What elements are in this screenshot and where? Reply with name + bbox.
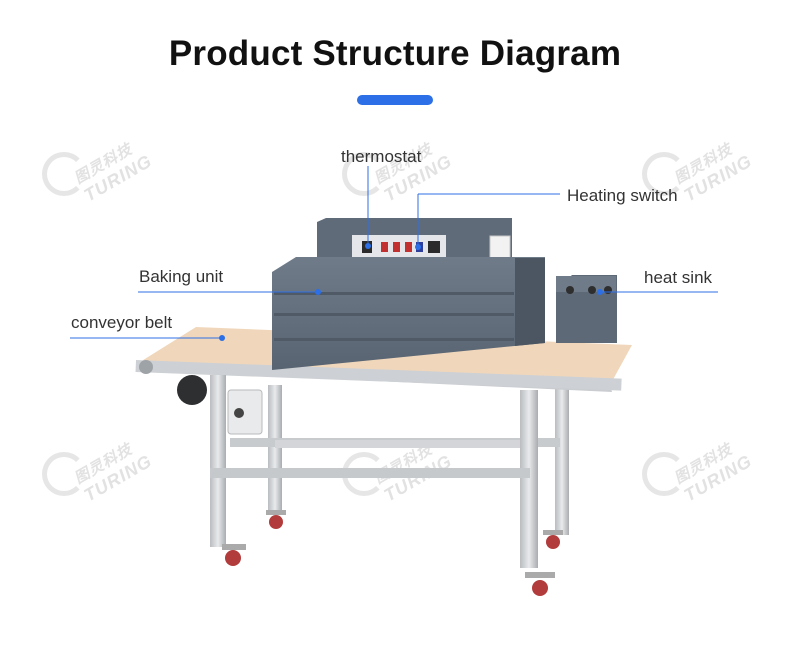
label-conveyor-belt: conveyor belt [71, 313, 173, 332]
label-heating-switch: Heating switch [567, 186, 678, 205]
front-right-leg [520, 390, 538, 568]
label-heat-sink: heat sink [644, 268, 713, 287]
speed-knob [234, 408, 244, 418]
callout-dots [219, 243, 603, 341]
watermark-logo-icon [642, 152, 686, 196]
motor [177, 375, 207, 405]
panel-display-2 [428, 241, 440, 253]
callout-dot-heat-sink [597, 289, 603, 295]
watermark-logo-icon [642, 452, 686, 496]
rear-right-leg [555, 385, 569, 535]
page-title: Product Structure Diagram [168, 34, 622, 73]
panel-button [381, 242, 388, 252]
callout-lines [70, 166, 718, 339]
panel-button [405, 242, 412, 252]
callout-dot-baking-unit [315, 289, 321, 295]
conveyor-rail [135, 360, 622, 391]
front-left-leg [210, 375, 226, 547]
callout-dot-thermostat [365, 243, 371, 249]
belt-roller-left [139, 360, 153, 374]
baking-unit-side [515, 258, 545, 346]
label-thermostat: thermostat [341, 147, 422, 166]
casters [222, 510, 563, 596]
callout-dot-conveyor-belt [219, 335, 225, 341]
watermark-logo-icon [342, 152, 386, 196]
watermark-logo-icon [42, 152, 86, 196]
title-underline-bar [357, 95, 433, 105]
speed-control-box [227, 389, 263, 435]
watermark-logo-icon [42, 452, 86, 496]
rear-left-leg [268, 385, 282, 515]
rear-cross-brace [275, 440, 535, 448]
label-baking-unit: Baking unit [139, 267, 224, 286]
front-lower-brace [210, 468, 530, 478]
panel-button [393, 242, 400, 252]
callout-dot-heating-switch [415, 244, 421, 250]
